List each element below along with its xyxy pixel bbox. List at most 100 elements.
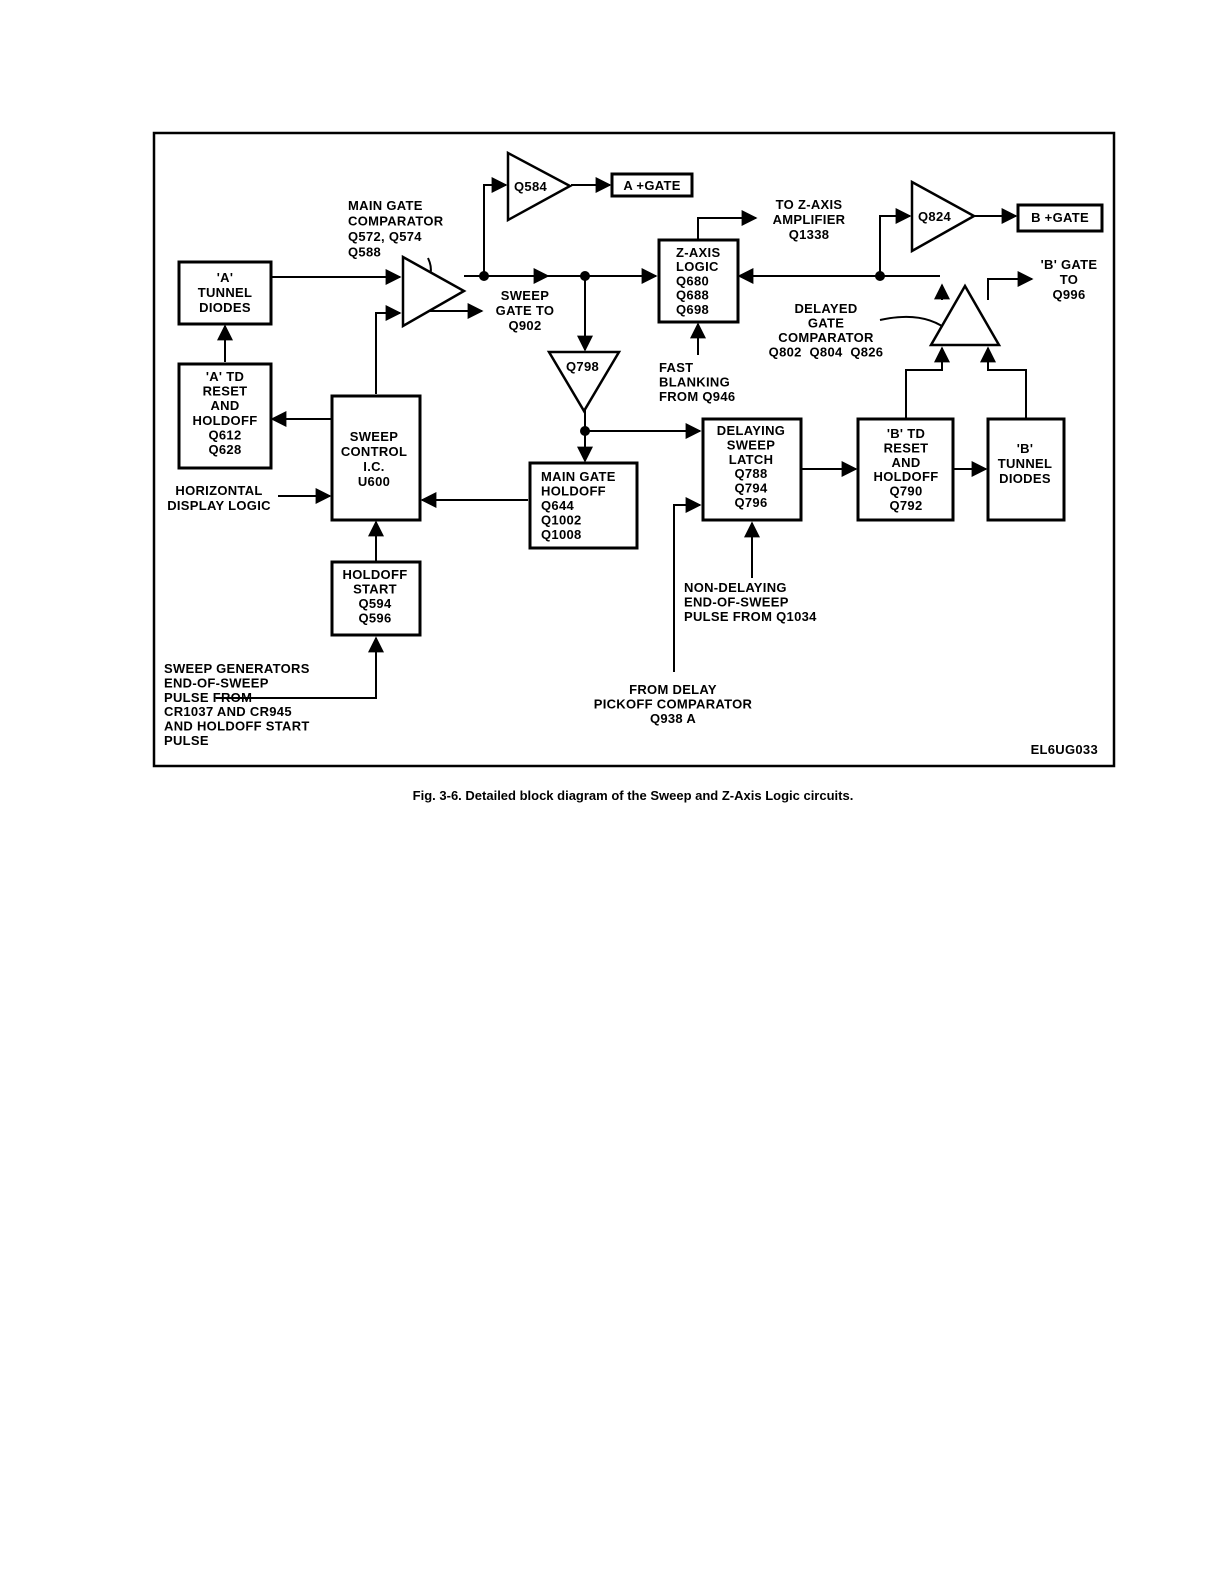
main-gate-holdoff-box — [528, 461, 639, 550]
q824-amp — [910, 179, 977, 254]
delaying-sweep-latch-text-line: Q788 — [734, 466, 767, 481]
b-td-reset-text-line: RESET — [884, 440, 929, 455]
b-td-reset-text-line: HOLDOFF — [874, 469, 939, 484]
delaying-sweep-latch-text-line: DELAYING — [717, 423, 785, 438]
horizontal-display-label-line: DISPLAY LOGIC — [167, 498, 271, 513]
from-delay-pickoff-label-line: FROM DELAY — [629, 682, 717, 697]
a-td-reset-text-line: HOLDOFF — [193, 413, 258, 428]
delayed-gate-comparator-label-line: COMPARATOR — [778, 330, 874, 345]
a-gate-label: A +GATE — [623, 178, 680, 193]
a-td-reset-text-line: 'A' TD — [206, 369, 244, 384]
main-gate-holdoff-text-line: Q644 — [541, 498, 574, 513]
main-gate-holdoff-text-line: Q1008 — [541, 527, 582, 542]
to-z-axis-label-line: Q1338 — [789, 227, 830, 242]
holdoff-start-box — [330, 560, 422, 637]
z-axis-logic-text-line: LOGIC — [676, 259, 719, 274]
holdoff-start-text-line: START — [353, 582, 397, 597]
delaying-sweep-latch-text-line: SWEEP — [727, 437, 775, 452]
delayed-gate-comparator-label-line: Q802 Q804 Q826 — [769, 345, 884, 360]
holdoff-start-text-line: HOLDOFF — [343, 567, 408, 582]
b-gate-box — [1016, 203, 1104, 233]
b-gate-label: B +GATE — [1031, 210, 1089, 225]
sweep-control-text-line: CONTROL — [341, 444, 407, 459]
a-tunnel-diodes-text-line: DIODES — [199, 300, 251, 315]
a-td-reset-text-line: Q612 — [208, 427, 241, 442]
non-delaying-label-line: PULSE FROM Q1034 — [684, 609, 817, 624]
z-axis-logic-text-line: Q688 — [676, 288, 709, 303]
wires — [216, 177, 1034, 699]
main-gate-holdoff-text-line: MAIN GATE — [541, 469, 616, 484]
sweep-control-text-line: SWEEP — [350, 429, 398, 444]
b-tunnel-diodes-text-line: DIODES — [999, 471, 1051, 486]
main-gate-comparator-amp — [401, 254, 467, 329]
fast-blanking-label-line: BLANKING — [659, 375, 730, 390]
horizontal-display-label-line: HORIZONTAL — [175, 483, 262, 498]
b-td-reset-text-line: AND — [891, 455, 920, 470]
sweep-gate-to-label-line: SWEEP — [501, 288, 549, 303]
b-td-reset-text-line: Q792 — [889, 498, 922, 513]
q584-label: Q584 — [514, 179, 547, 194]
main-gate-holdoff-text-line: Q1002 — [541, 513, 582, 528]
holdoff-start-text-line: Q596 — [358, 611, 391, 626]
fast-blanking-label-line: FROM Q946 — [659, 389, 735, 404]
b-gate-to-label-line: 'B' GATE — [1041, 257, 1098, 272]
z-axis-logic-text-line: Z-AXIS — [676, 245, 720, 260]
a-td-reset-text-line: AND — [210, 398, 239, 413]
z-axis-logic-text-line: Q698 — [676, 302, 709, 317]
main-gate-comparator-label-line: COMPARATOR — [348, 214, 444, 229]
holdoff-start-text-line: Q594 — [358, 596, 391, 611]
sweep-generators-label-line: END-OF-SWEEP — [164, 675, 269, 690]
q824-label: Q824 — [918, 209, 951, 224]
figure-caption: Fig. 3-6. Detailed block diagram of the … — [413, 788, 854, 803]
delaying-sweep-latch-text-line: Q794 — [734, 481, 767, 496]
figure-id: EL6UG033 — [1031, 742, 1098, 757]
delaying-sweep-latch-text-line: Q796 — [734, 495, 767, 510]
main-gate-comparator-label-line: MAIN GATE — [348, 198, 423, 213]
b-tunnel-diodes-box — [986, 417, 1066, 522]
b-tunnel-diodes-text-line: 'B' — [1017, 441, 1033, 456]
a-tunnel-diodes-text-line: TUNNEL — [198, 285, 253, 300]
a-gate-box — [610, 172, 694, 198]
sweep-control-text-line: I.C. — [363, 459, 384, 474]
to-z-axis-label-line: TO Z-AXIS — [776, 197, 843, 212]
a-tunnel-diodes-box — [177, 260, 273, 326]
delayed-gate-comparator-amp — [928, 283, 1002, 347]
main-gate-holdoff-text-line: HOLDOFF — [541, 484, 606, 499]
diagram-frame — [152, 131, 1116, 768]
fast-blanking-label-line: FAST — [659, 360, 693, 375]
main-gate-comparator-label-line: Q588 — [348, 245, 381, 260]
main-gate-comparator-label-line: Q572, Q574 — [348, 229, 422, 244]
from-delay-pickoff-label-line: Q938 A — [650, 711, 696, 726]
q798-label: Q798 — [566, 359, 599, 374]
delayed-gate-comparator-label-line: DELAYED — [794, 301, 857, 316]
q798-amp — [546, 350, 622, 414]
sweep-gate-to-label-line: Q902 — [508, 318, 541, 333]
sweep-generators-label-line: CR1037 AND CR945 — [164, 704, 292, 719]
b-gate-to-label-line: TO — [1060, 272, 1078, 287]
delaying-sweep-latch-text-line: LATCH — [729, 452, 774, 467]
q584-amp — [506, 150, 573, 223]
delaying-sweep-latch-box — [701, 417, 803, 522]
non-delaying-label-line: NON-DELAYING — [684, 580, 787, 595]
sweep-control-text-line: U600 — [358, 474, 390, 489]
sweep-gate-to-label-line: GATE TO — [496, 303, 555, 318]
